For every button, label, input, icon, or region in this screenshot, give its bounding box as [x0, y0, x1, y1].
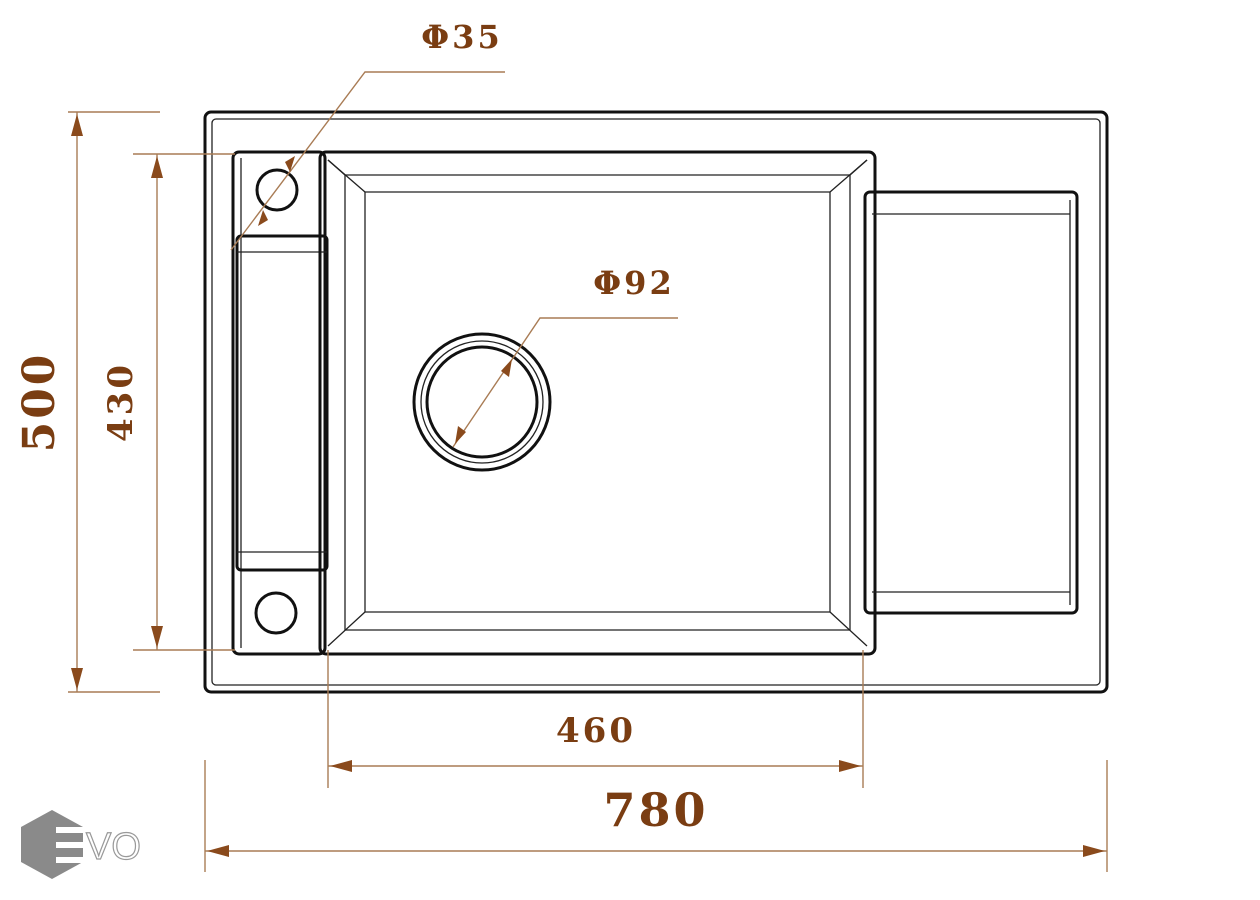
dimension-460: 460	[327, 650, 864, 788]
dimension-tap-hole: Φ35	[230, 18, 505, 251]
dimension-500: 500	[14, 111, 160, 693]
dimension-label-430: 430	[101, 362, 141, 442]
accessory-rack	[235, 234, 329, 572]
dimension-label-phi35: Φ35	[421, 18, 502, 56]
sink-outline	[203, 110, 1109, 694]
drain-outlet	[412, 332, 552, 472]
dimension-label-460: 460	[556, 711, 636, 751]
dimension-label-phi92: Φ92	[593, 264, 674, 302]
dimension-780: 780	[204, 760, 1108, 872]
logo-text: VO	[86, 826, 141, 868]
dimension-label-780: 780	[603, 783, 708, 837]
dimension-430: 430	[101, 153, 235, 651]
dimension-label-500: 500	[14, 352, 65, 453]
dimension-drain: Φ92	[452, 264, 678, 448]
drainer-area	[863, 190, 1079, 615]
left-accessory-strip	[231, 150, 327, 656]
main-bowl	[318, 150, 877, 656]
tap-hole-alt	[254, 591, 298, 635]
evo-logo: VO	[21, 810, 142, 879]
tap-hole	[255, 168, 299, 212]
